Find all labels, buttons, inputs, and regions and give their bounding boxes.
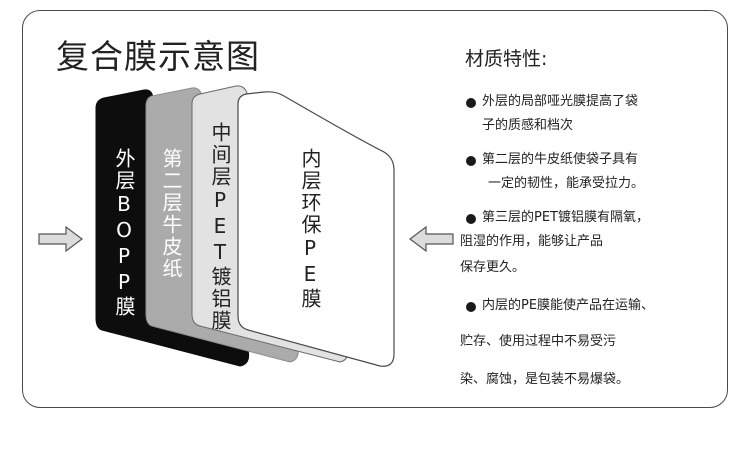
layer-label-middle: 中间层PET镀铝膜	[208, 122, 232, 332]
properties-title: 材质特性:	[465, 48, 548, 70]
diagram-frame	[22, 10, 728, 408]
bullet-dot-icon	[466, 302, 476, 312]
bullet-dot-icon	[466, 156, 476, 166]
bullet-dot-icon	[466, 98, 476, 108]
arrow-right-icon	[38, 226, 83, 252]
bullet-dot-icon	[466, 214, 476, 224]
layer-label-second: 第二层牛皮纸	[159, 148, 183, 280]
layer-label-outer: 外层BOPP膜	[112, 148, 136, 318]
layer-inner-pe	[237, 91, 395, 367]
arrow-left-icon	[409, 226, 454, 252]
diagram-title: 复合膜示意图	[56, 37, 260, 76]
layer-label-inner: 内层环保PE膜	[298, 148, 322, 310]
